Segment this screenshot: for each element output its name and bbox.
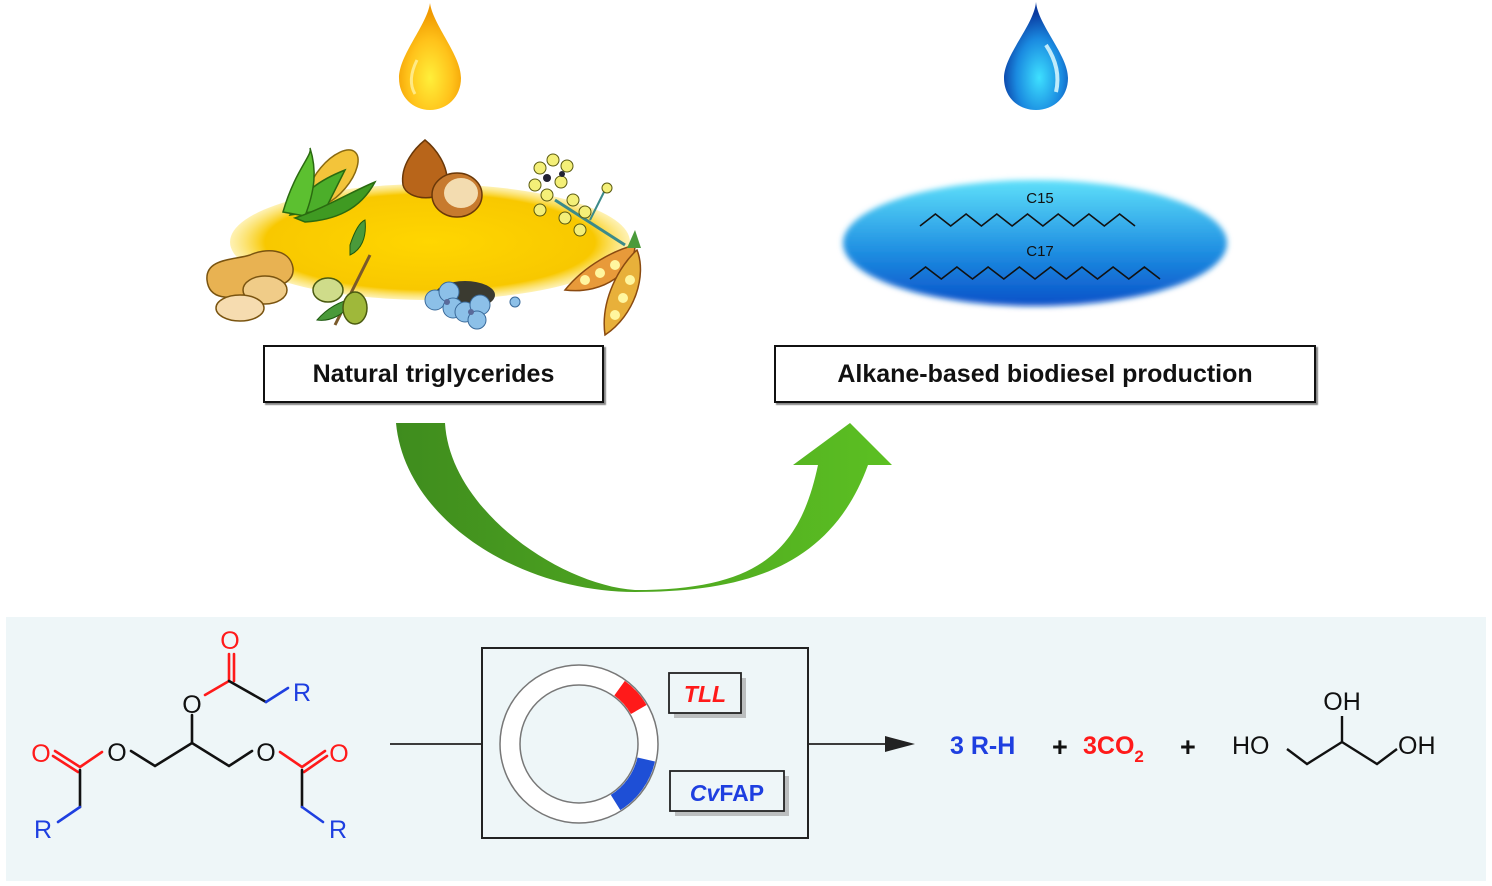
tll-text: TLL	[684, 681, 726, 707]
oil-drop-icon	[399, 3, 461, 110]
flax-icon	[424, 281, 521, 330]
atom-r-top: R	[293, 679, 311, 707]
atom-o-carbonyl-left: O	[31, 740, 50, 768]
cvfap-gene-label: CvFAP	[669, 770, 789, 816]
glycerol-ho-left: HO	[1232, 732, 1270, 760]
atom-o-left: O	[107, 739, 126, 767]
atom-o-carbonyl-top: O	[220, 627, 239, 655]
reaction-arrowhead-icon	[885, 736, 915, 752]
alkane-product: 3 R-H	[950, 732, 1015, 760]
glycerol-structure: HO OH OH	[1232, 688, 1436, 766]
atom-r-right: R	[329, 816, 347, 844]
natural-triglycerides-label: Natural triglycerides	[263, 345, 604, 403]
alkane-product-illustration: C15 C17	[843, 180, 1227, 306]
rapeseed-icon	[528, 153, 626, 247]
tll-gene-label: TLL	[668, 672, 746, 718]
plus-sign-2: +	[1180, 732, 1196, 762]
water-drop-icon	[1004, 2, 1068, 110]
tll-gene-segment	[614, 680, 647, 714]
c15-chain	[919, 212, 1136, 228]
co2-product: 3CO2	[1083, 732, 1144, 766]
plus-sign-1: +	[1052, 732, 1068, 762]
natural-triglycerides-text: Natural triglycerides	[312, 359, 555, 388]
alkane-pool	[843, 180, 1227, 306]
triglyceride-sources-illustration	[206, 139, 642, 337]
atom-r-left: R	[34, 816, 52, 844]
triglyceride-structure: O O R O O R O O R	[31, 627, 348, 844]
alkane-biodiesel-label: Alkane-based biodiesel production	[774, 345, 1316, 403]
olive-icon	[312, 219, 372, 326]
c17-chain	[909, 265, 1161, 281]
glycerol-oh-top: OH	[1323, 688, 1361, 716]
corn-icon	[282, 147, 377, 223]
catalyst-scheme: TLL CvFAP	[390, 647, 915, 839]
c17-label: C17	[1026, 243, 1054, 260]
alkane-biodiesel-text: Alkane-based biodiesel production	[837, 359, 1253, 388]
cvfap-text: CvFAP	[690, 780, 764, 806]
co2-subscript: 2	[1134, 747, 1143, 766]
cvfap-italic-part: Cv	[690, 780, 721, 806]
atom-o-top: O	[182, 691, 201, 719]
conversion-arrow-icon	[396, 423, 892, 592]
co2-text: 3CO	[1083, 732, 1134, 760]
cvfap-gene-segment	[610, 757, 656, 811]
atom-o-right: O	[256, 739, 275, 767]
hazelnut-icon	[401, 139, 483, 218]
c15-label: C15	[1026, 190, 1054, 207]
plasmid-icon	[499, 664, 659, 824]
products: 3 R-H + 3CO2 + HO OH OH	[950, 688, 1436, 766]
atom-o-carbonyl-right: O	[329, 740, 348, 768]
cvfap-plain-part: FAP	[719, 780, 764, 806]
glycerol-oh-right: OH	[1398, 732, 1436, 760]
soybean-pod-icon	[563, 230, 642, 337]
peanut-icon	[206, 250, 294, 322]
